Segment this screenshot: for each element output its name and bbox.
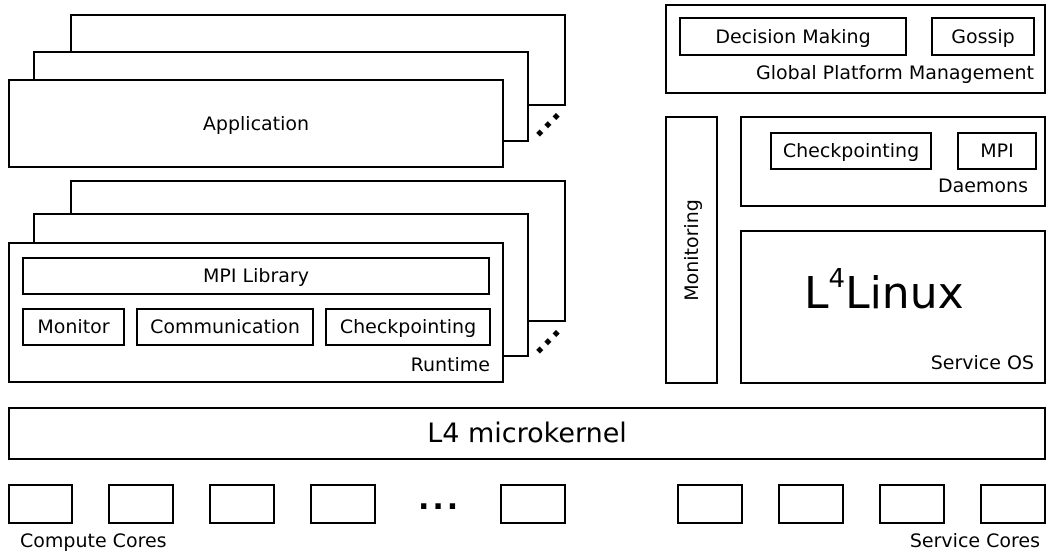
compute-core	[500, 484, 566, 524]
l4linux-title: L4Linux	[804, 266, 964, 316]
monitoring-box: Monitoring	[665, 116, 718, 384]
mpi-library-label: MPI Library	[203, 265, 309, 287]
l4linux-base: L	[804, 268, 829, 319]
global-platform-management-box: Decision Making Gossip Global Platform M…	[665, 4, 1046, 94]
application-label: Application	[202, 112, 310, 135]
l4linux-rest: Linux	[845, 268, 964, 319]
compute-core	[8, 484, 73, 524]
compute-cores-ellipsis: ...	[418, 482, 462, 517]
runtime-checkpointing-label: Checkpointing	[339, 316, 477, 338]
monitor-box: Monitor	[22, 308, 125, 346]
runtime-box: MPI Library Monitor Communication Checkp…	[8, 242, 504, 383]
global-platform-management-label: Global Platform Management	[756, 62, 1034, 84]
application-box: Application	[8, 79, 504, 168]
service-core	[980, 484, 1046, 524]
microkernel-label: L4 microkernel	[427, 418, 627, 449]
daemons-checkpointing-box: Checkpointing	[770, 132, 932, 170]
decision-making-label: Decision Making	[715, 25, 871, 48]
l4linux-superscript: 4	[828, 264, 846, 294]
daemons-box: Checkpointing MPI Daemons	[740, 116, 1046, 207]
monitoring-label: Monitoring	[680, 199, 703, 301]
communication-label: Communication	[150, 316, 300, 338]
compute-core	[108, 484, 174, 524]
microkernel-box: L4 microkernel	[8, 407, 1046, 460]
daemons-checkpointing-label: Checkpointing	[782, 140, 920, 162]
service-os-box: L4Linux Service OS	[740, 230, 1046, 384]
gossip-label: Gossip	[951, 25, 1015, 48]
compute-core	[209, 484, 275, 524]
service-os-label: Service OS	[930, 352, 1034, 374]
service-cores-label: Service Cores	[909, 530, 1040, 552]
compute-cores-label: Compute Cores	[20, 530, 167, 552]
runtime-label: Runtime	[410, 354, 490, 376]
decision-making-box: Decision Making	[679, 17, 907, 56]
service-core	[778, 484, 844, 524]
service-core	[879, 484, 945, 524]
mpi-library-box: MPI Library	[22, 257, 490, 295]
service-core	[677, 484, 743, 524]
daemons-mpi-label: MPI	[980, 140, 1014, 162]
monitor-label: Monitor	[37, 316, 110, 338]
communication-box: Communication	[136, 308, 314, 346]
runtime-checkpointing-box: Checkpointing	[325, 308, 491, 346]
daemons-label: Daemons	[937, 175, 1028, 197]
gossip-box: Gossip	[931, 17, 1035, 56]
compute-core	[310, 484, 376, 524]
daemons-mpi-box: MPI	[957, 132, 1037, 170]
